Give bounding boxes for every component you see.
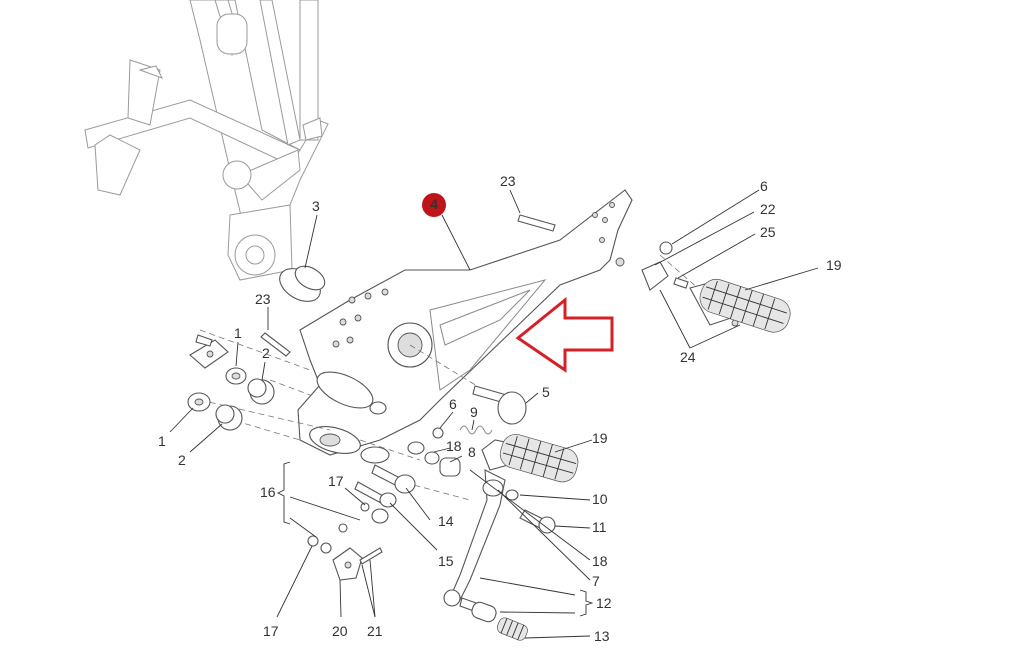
callout-24: 24 [680, 349, 696, 365]
callout-19-lower: 19 [592, 430, 608, 446]
callout-23-top: 23 [500, 173, 516, 189]
hardware-parts [187, 214, 673, 581]
highlight-arrow [515, 296, 614, 373]
frame-section [84, 0, 329, 281]
callout-5: 5 [542, 384, 550, 400]
callout-9: 9 [470, 404, 478, 420]
callout-22: 22 [760, 201, 776, 217]
callout-1-bottom: 1 [158, 433, 166, 449]
callout-12: 12 [596, 595, 612, 611]
callout-11: 11 [592, 519, 607, 535]
callout-7: 7 [592, 573, 600, 589]
part-4-badge: 4 [422, 193, 446, 217]
leader-lines [169, 189, 819, 639]
callout-17-upper: 17 [328, 473, 344, 489]
callout-17-lower: 17 [263, 623, 279, 639]
svg-text:4: 4 [430, 196, 438, 212]
callout-2-bottom: 2 [178, 452, 186, 468]
shift-lever [443, 469, 528, 641]
callout-18-center: 18 [446, 438, 462, 454]
callout-8: 8 [468, 444, 476, 460]
callout-1-top: 1 [234, 325, 242, 341]
footrest-bracket-4 [297, 189, 633, 464]
brace-16 [276, 461, 291, 525]
callout-25: 25 [760, 224, 776, 240]
callout-23-left: 23 [255, 291, 271, 307]
callout-2-top: 2 [262, 345, 270, 361]
footpeg-lower [481, 434, 579, 483]
footpeg-upper [641, 261, 791, 333]
callout-6-center: 6 [449, 396, 457, 412]
callout-19-upper: 19 [826, 257, 842, 273]
callout-labels: 3 23 23 1 2 1 2 5 6 9 18 8 19 19 6 22 25… [158, 173, 842, 644]
callout-18-right: 18 [592, 553, 608, 569]
bushing-3 [279, 265, 326, 302]
callout-14: 14 [438, 513, 454, 529]
callout-15: 15 [438, 553, 454, 569]
callout-20: 20 [332, 623, 348, 639]
callout-16: 16 [260, 484, 276, 500]
callout-13: 13 [594, 628, 610, 644]
callout-3: 3 [312, 198, 320, 214]
brace-12 [579, 589, 594, 617]
callout-21: 21 [367, 623, 383, 639]
callout-6-right: 6 [760, 178, 768, 194]
callout-10: 10 [592, 491, 608, 507]
